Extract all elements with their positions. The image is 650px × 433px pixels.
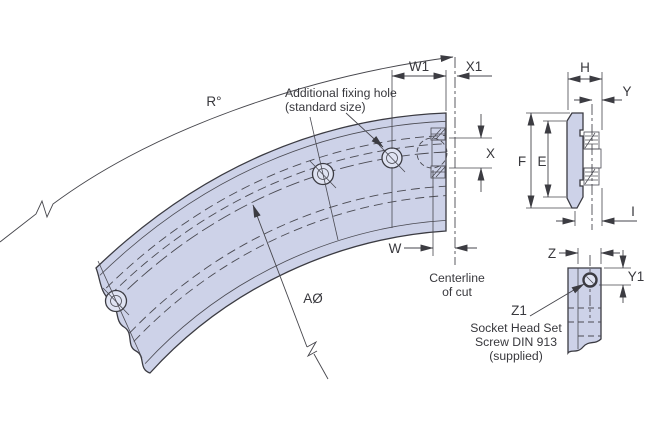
pitch-diameter-tail [313, 353, 329, 380]
rail-hidden-line-2 [109, 143, 447, 296]
e-label: E [537, 154, 546, 169]
centerline-note-line1: Centerline [429, 271, 485, 285]
rail-hidden-line-1 [105, 134, 447, 289]
z1-leader [529, 283, 585, 317]
cut-end-detail [416, 127, 448, 179]
additional-hole-note-line1: Additional fixing hole [285, 86, 397, 100]
pitch-diameter-break [306, 340, 318, 358]
radius-arc-line [0, 55, 454, 243]
rail-edge-line-outer [99, 120, 447, 276]
h-label: H [580, 60, 590, 75]
plan-view-dimensions: R° W1 X1 X W Centerline of cut AØ Additi… [0, 55, 495, 380]
additional-hole-leader [345, 112, 384, 148]
w-label: W [389, 241, 402, 256]
y1-label: Y1 [628, 269, 645, 284]
x-label: X [486, 146, 495, 161]
curved-rail-plan-view [95, 112, 448, 374]
fixing-hole-2 [309, 116, 339, 241]
z1-label: Z1 [511, 303, 527, 318]
thread-hatch-bottom [430, 165, 446, 179]
rail-hidden-line-3 [129, 185, 447, 334]
fixing-hole-1 [97, 260, 143, 359]
set-screw-note-line2: Screw DIN 913 [475, 335, 557, 349]
section-body [566, 112, 584, 209]
x1-label: X1 [466, 59, 483, 74]
additional-hole-note-line2: (standard size) [285, 100, 366, 114]
i-label: I [631, 204, 635, 219]
z-label: Z [548, 246, 556, 261]
pitch-diameter-label: AØ [303, 291, 323, 306]
radius-label: R° [206, 94, 221, 109]
hidden-fixing-hole [416, 137, 448, 169]
w1-label: W1 [409, 59, 429, 74]
set-screw-top-view [582, 272, 598, 288]
y-label: Y [622, 84, 631, 99]
set-screw-note-line1: Socket Head Set [470, 321, 562, 335]
rail-cross-section-view: H Y F E I [518, 60, 637, 230]
pitch-diameter-line [252, 204, 308, 348]
rail-edge-side-view: Z Y1 Z1 Socket Head Set Screw DIN 913 (s… [470, 246, 644, 363]
set-screw-note-line3: (supplied) [489, 349, 543, 363]
f-label: F [518, 154, 526, 169]
thread-hatch-top [430, 127, 446, 141]
centerline-note-line2: of cut [442, 285, 472, 299]
rail-edge-line-inner [144, 220, 447, 364]
rail-hidden-line-4 [133, 195, 447, 342]
